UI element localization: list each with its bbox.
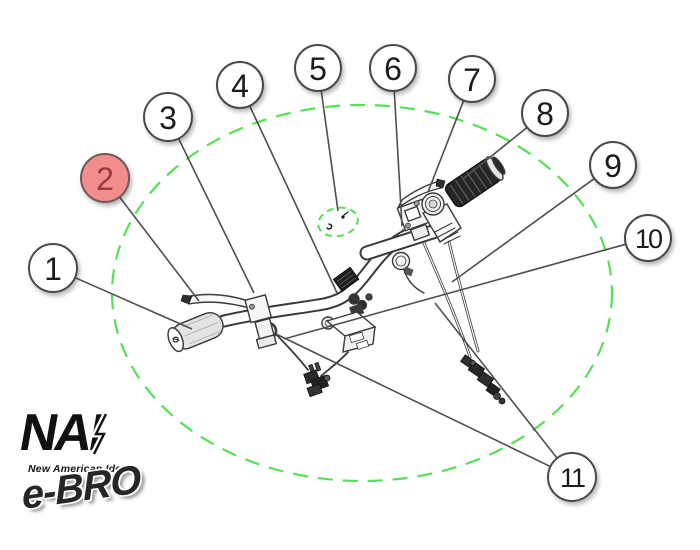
callout-number-8: 8 — [536, 96, 554, 132]
callout-number-2: 2 — [96, 161, 114, 197]
right-sensor-cluster — [460, 354, 506, 405]
leader-line-5 — [320, 91, 339, 212]
leader-line-8 — [462, 127, 528, 180]
left-brake-lever — [180, 293, 278, 350]
leader-line-6 — [393, 91, 403, 227]
callout-number-10: 10 — [635, 224, 662, 254]
callout-2[interactable]: 2 — [80, 153, 130, 203]
display-unit — [321, 311, 377, 353]
throttle-assembly — [421, 192, 462, 245]
cable — [320, 351, 349, 377]
callout-circle-11[interactable] — [547, 452, 597, 502]
leader-line-7 — [427, 100, 465, 193]
left-grip — [167, 312, 224, 353]
callout-4[interactable]: 4 — [216, 61, 264, 109]
cable — [448, 241, 479, 352]
callout-circle-6[interactable] — [369, 44, 417, 92]
lightning-bolt-icon — [92, 413, 108, 455]
callout-circle-3[interactable] — [143, 92, 193, 142]
right-grip — [444, 156, 506, 208]
leader-line-11 — [275, 333, 551, 468]
callout-5[interactable]: 5 — [294, 44, 342, 92]
callouts-layer: 1 2 3 4 5 6 7 8 9 10 11 — [28, 44, 672, 502]
callout-number-5: 5 — [309, 51, 327, 87]
callout-8[interactable]: 8 — [521, 89, 569, 137]
callout-11[interactable]: 11 — [547, 452, 597, 502]
callout-number-6: 6 — [384, 51, 402, 87]
callout-6[interactable]: 6 — [369, 44, 417, 92]
nai-logo-mark: NAI — [15, 404, 110, 462]
crossbar-tube — [359, 221, 450, 261]
callout-1[interactable]: 1 — [28, 243, 78, 293]
callout-circle-7[interactable] — [448, 55, 496, 103]
callout-circle-10[interactable] — [624, 214, 672, 262]
leader-line-1 — [75, 277, 193, 330]
callout-3[interactable]: 3 — [143, 92, 193, 142]
knurled-band — [332, 266, 360, 292]
callout-number-11: 11 — [560, 463, 585, 493]
leader-line-9 — [451, 178, 595, 283]
callout-circle-9[interactable] — [589, 141, 637, 189]
leader-line-4 — [249, 105, 339, 296]
boundary-ellipse — [110, 103, 614, 483]
callout-number-7: 7 — [463, 62, 481, 98]
handlebar-artwork — [167, 156, 506, 405]
screw-parts — [326, 211, 349, 230]
callout-9[interactable]: 9 — [589, 141, 637, 189]
callout-7[interactable]: 7 — [448, 55, 496, 103]
cable — [419, 233, 471, 358]
nai-logo: NAI New American Idea — [15, 402, 168, 475]
callout-number-9: 9 — [604, 148, 622, 184]
nai-tagline: New American Idea — [28, 463, 128, 475]
callout-number-4: 4 — [231, 68, 249, 104]
callout-10[interactable]: 10 — [624, 214, 672, 262]
callout-circle-4[interactable] — [216, 61, 264, 109]
callout-number-3: 3 — [159, 100, 177, 136]
leader-line-10 — [283, 243, 626, 340]
callout-circle-1[interactable] — [28, 243, 78, 293]
hardware-highlight-ellipse — [317, 206, 359, 238]
callout-circle-8[interactable] — [521, 89, 569, 137]
bell — [391, 251, 414, 277]
leader-line-11 — [434, 302, 558, 459]
callout-circle-5[interactable] — [294, 44, 342, 92]
leader-line-3 — [178, 138, 255, 294]
left-connector-cluster — [303, 361, 331, 398]
leader-line-2 — [119, 197, 200, 302]
callout-circle-2[interactable] — [80, 153, 130, 203]
callout-number-1: 1 — [44, 251, 62, 287]
